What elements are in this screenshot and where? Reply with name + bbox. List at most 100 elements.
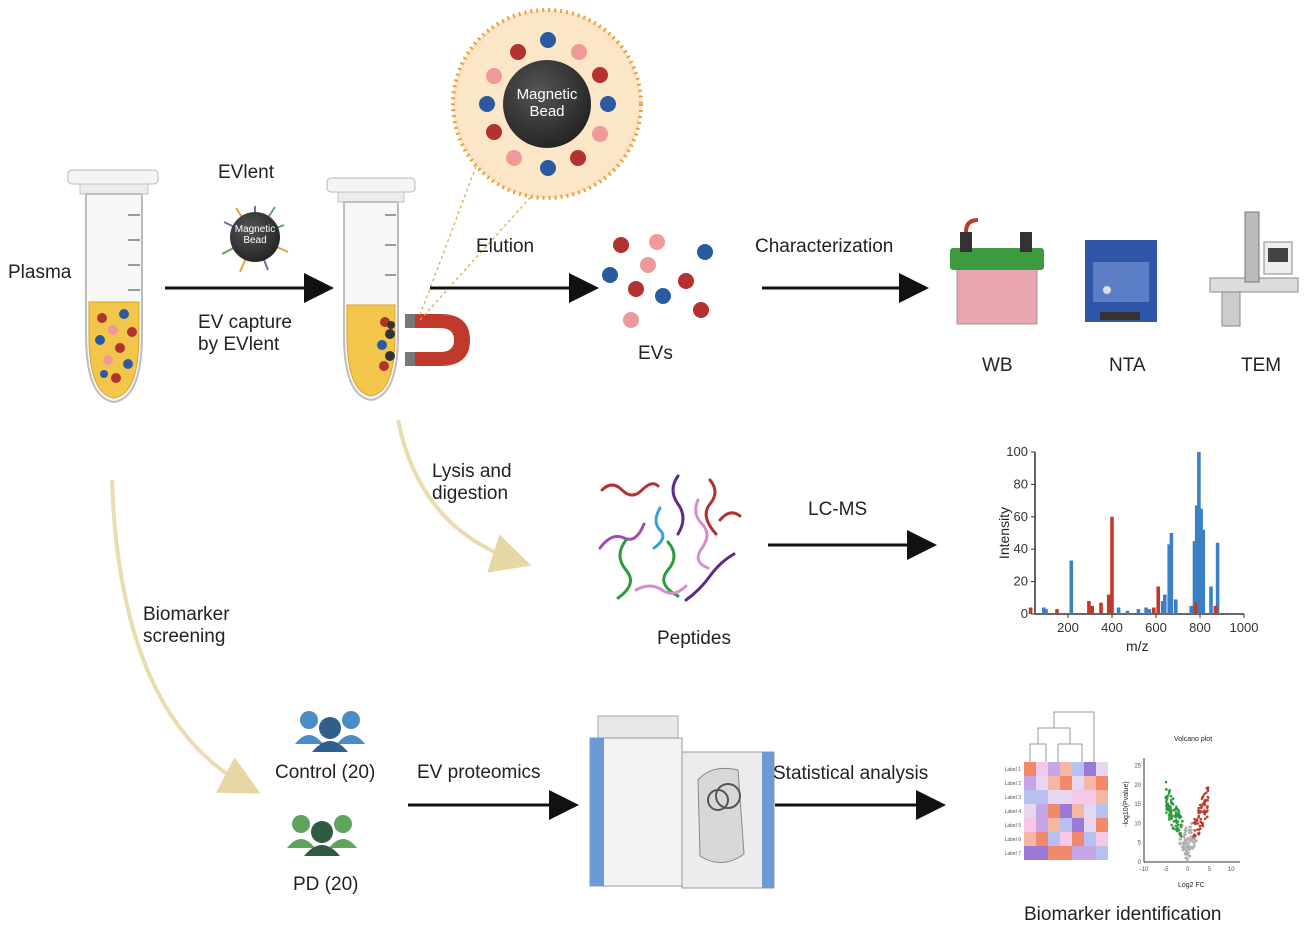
heatmap-cell bbox=[1072, 762, 1084, 776]
volcano-ytick: 25 bbox=[1134, 764, 1141, 770]
volcano-point bbox=[1164, 800, 1168, 803]
heatmap-cell bbox=[1024, 804, 1036, 818]
spectrum-xtick: 600 bbox=[1145, 620, 1167, 635]
volcano-point bbox=[1176, 823, 1180, 827]
ev-particles bbox=[602, 234, 713, 328]
volcano-point bbox=[1179, 823, 1183, 827]
lcms-label: LC-MS bbox=[808, 499, 868, 520]
volcano-point bbox=[1165, 811, 1168, 814]
volcano-point bbox=[1178, 813, 1181, 816]
volcano-point bbox=[1182, 835, 1185, 838]
heatmap-cell bbox=[1060, 804, 1072, 818]
volcano-point bbox=[1203, 801, 1206, 805]
heatmap-cell bbox=[1084, 762, 1096, 776]
heatmap-row-label: Label 7 bbox=[1005, 851, 1022, 857]
volcano-point bbox=[1188, 837, 1192, 841]
lysis-curve bbox=[396, 419, 532, 573]
volcano-point bbox=[1197, 831, 1201, 835]
volcano-point bbox=[1178, 816, 1181, 820]
volcano-xtick: -10 bbox=[1140, 867, 1149, 873]
heatmap-cell bbox=[1072, 776, 1084, 790]
plasma-particles bbox=[95, 309, 137, 383]
elution-label: Elution bbox=[476, 236, 535, 257]
heatmap-row-label: Label 1 bbox=[1005, 767, 1022, 773]
volcano-point bbox=[1165, 798, 1169, 801]
heatmap-cell bbox=[1084, 832, 1096, 846]
spectrum-bar bbox=[1163, 594, 1167, 614]
heatmap-cell bbox=[1036, 818, 1048, 832]
volcano-point bbox=[1175, 818, 1178, 822]
volcano-point bbox=[1187, 851, 1190, 854]
volcano-point bbox=[1197, 809, 1200, 812]
heatmap-cell bbox=[1084, 804, 1096, 818]
spectrum-bar bbox=[1044, 609, 1048, 614]
volcano-point bbox=[1190, 822, 1193, 825]
nta-instrument-icon bbox=[1085, 240, 1157, 322]
volcano-ytick: 15 bbox=[1134, 802, 1141, 808]
heatmap-cell bbox=[1072, 846, 1084, 860]
volcano-point bbox=[1184, 852, 1188, 855]
heatmap-cell bbox=[1048, 804, 1060, 818]
spectrum-bar bbox=[1197, 452, 1201, 614]
heatmap-cell bbox=[1036, 804, 1048, 818]
heatmap-cell bbox=[1048, 776, 1060, 790]
control-group-icon bbox=[295, 711, 365, 752]
volcano-point bbox=[1178, 842, 1182, 846]
volcano-xtick: 5 bbox=[1208, 867, 1212, 873]
spectrum-bar bbox=[1055, 609, 1059, 614]
volcano-point bbox=[1190, 831, 1193, 835]
control-label: Control (20) bbox=[275, 762, 376, 783]
volcano-point bbox=[1189, 825, 1192, 829]
heatmap-cell bbox=[1072, 804, 1084, 818]
volcano-point bbox=[1174, 815, 1178, 819]
spectrum-bar bbox=[1125, 610, 1130, 614]
pd-group-icon bbox=[287, 815, 357, 856]
volcano-point bbox=[1184, 840, 1188, 844]
volcano-point bbox=[1199, 820, 1202, 824]
volcano-ytick: 5 bbox=[1138, 841, 1142, 847]
biomarker-identification-label: Biomarker identification bbox=[1024, 904, 1222, 925]
evs-label: EVs bbox=[638, 343, 673, 364]
tem-label: TEM bbox=[1241, 355, 1282, 376]
spectrum-bar bbox=[1215, 542, 1220, 614]
heatmap-cell bbox=[1048, 832, 1060, 846]
volcano-point bbox=[1181, 820, 1184, 823]
volcano-point bbox=[1181, 841, 1185, 845]
volcano-point bbox=[1191, 840, 1195, 844]
volcano-point bbox=[1184, 856, 1188, 860]
heatmap-cell bbox=[1048, 818, 1060, 832]
heatmap-row-label: Label 3 bbox=[1005, 795, 1022, 801]
volcano-point bbox=[1205, 806, 1209, 809]
heatmap-cell bbox=[1096, 790, 1108, 804]
spectrum-bar bbox=[1099, 602, 1103, 614]
volcano-point bbox=[1206, 789, 1210, 793]
spectrum-bar bbox=[1136, 609, 1141, 614]
spectrum-bar bbox=[1144, 607, 1148, 614]
volcano-point bbox=[1168, 814, 1171, 817]
heatmap-row-label: Label 4 bbox=[1005, 809, 1022, 815]
volcano-point bbox=[1197, 828, 1201, 831]
volcano-point bbox=[1193, 842, 1196, 846]
volcano-point bbox=[1168, 789, 1172, 792]
volcano-point bbox=[1186, 843, 1189, 847]
volcano-title: Volcano plot bbox=[1174, 736, 1213, 743]
volcano-point bbox=[1178, 837, 1182, 841]
heatmap-cell bbox=[1024, 790, 1036, 804]
ev-proteomics-label: EV proteomics bbox=[417, 762, 541, 783]
heatmap-cell bbox=[1096, 832, 1108, 846]
heatmap-cell bbox=[1084, 846, 1096, 860]
volcano-point bbox=[1201, 823, 1204, 827]
magnetic-bead-small bbox=[221, 206, 289, 273]
heatmap-cell bbox=[1096, 846, 1108, 860]
volcano-point bbox=[1184, 826, 1188, 830]
volcano-point bbox=[1187, 841, 1191, 845]
volcano-point bbox=[1174, 828, 1178, 831]
wb-label: WB bbox=[982, 355, 1013, 376]
spectrum-bar bbox=[1116, 607, 1121, 614]
volcano-point bbox=[1184, 830, 1188, 833]
spectrum-bar bbox=[1106, 594, 1111, 614]
volcano-point bbox=[1194, 837, 1197, 841]
